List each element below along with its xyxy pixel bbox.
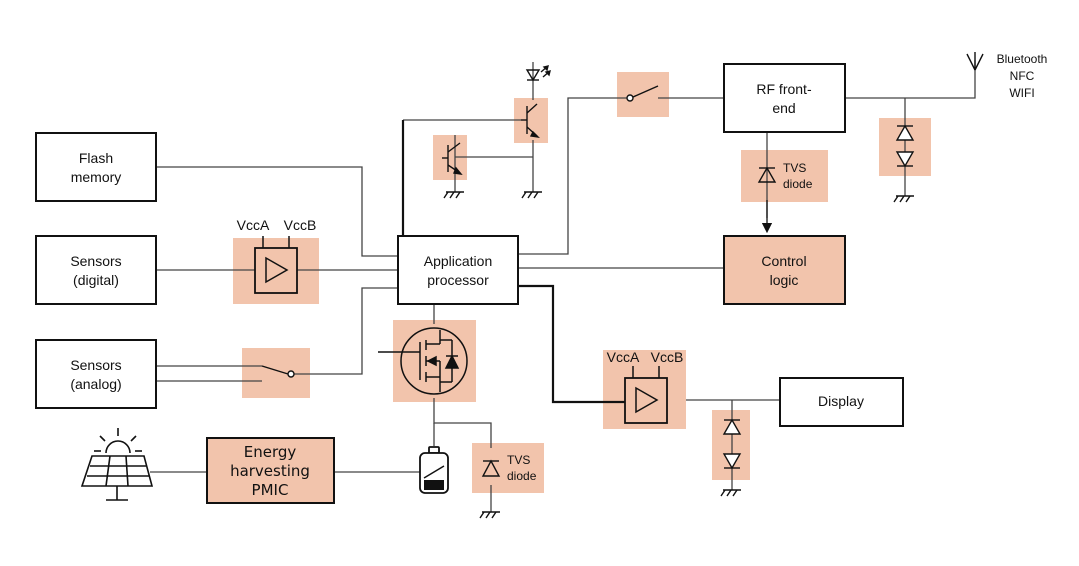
solar-panel-icon xyxy=(80,428,154,501)
bold-wires xyxy=(401,120,625,404)
bidirectional-tvs-antenna xyxy=(895,124,915,168)
control-logic-label-1: Control xyxy=(761,253,806,269)
flash-memory-block: Flash memory xyxy=(35,132,157,202)
sensors-analog-label-2: (analog) xyxy=(70,376,121,392)
rf-switch xyxy=(626,85,659,102)
vcca-label-2: VccA xyxy=(607,349,640,365)
vccb-label-1: VccB xyxy=(284,217,317,233)
rf-label-2: end xyxy=(772,100,795,116)
level-shifter-display: VccA VccB xyxy=(607,349,684,424)
vccb-label-2: VccB xyxy=(651,349,684,365)
nfc-label: NFC xyxy=(1010,69,1035,83)
battery-icon xyxy=(419,446,449,494)
antenna-icon xyxy=(966,52,984,71)
sensors-digital-label-2: (digital) xyxy=(73,272,119,288)
display-block: Display xyxy=(779,377,904,427)
ground-icon xyxy=(479,511,500,519)
sensors-digital-label-1: Sensors xyxy=(70,253,121,269)
ground-icon xyxy=(720,489,741,497)
mosfet-switch xyxy=(378,327,468,395)
display-label: Display xyxy=(818,393,864,409)
wireless-labels: Bluetooth NFC WIFI xyxy=(997,52,1048,100)
application-processor-block: Application processor xyxy=(397,235,519,305)
control-logic-block: Control logic xyxy=(723,235,846,305)
sensors-analog-block: Sensors (analog) xyxy=(35,339,157,409)
pmic-label-1: Energy xyxy=(244,443,297,461)
tvs-diode-battery: TVS diode xyxy=(481,453,537,483)
tvs-label-battery-1: TVS xyxy=(507,453,530,467)
bluetooth-label: Bluetooth xyxy=(997,52,1048,66)
ground-icon xyxy=(521,191,542,199)
level-shifter-digital: VccA VccB xyxy=(237,217,317,294)
energy-harvesting-pmic-block: Energy harvesting PMIC xyxy=(206,437,335,504)
flash-label-2: memory xyxy=(71,169,122,185)
transistor-left xyxy=(442,142,463,175)
bidirectional-tvs-display xyxy=(722,418,742,470)
ground-icon xyxy=(893,195,914,203)
wifi-label: WIFI xyxy=(1009,86,1034,100)
wires xyxy=(150,60,976,512)
rf-switch-highlight xyxy=(617,72,669,117)
ground-icon xyxy=(443,191,464,199)
tvs-label-battery-2: diode xyxy=(507,469,537,483)
ground-symbols xyxy=(443,191,914,519)
led-icon xyxy=(525,65,551,82)
tvs-highlight-battery xyxy=(472,443,544,493)
analog-switch xyxy=(261,365,295,378)
rf-label-1: RF front- xyxy=(756,81,812,97)
level-shifter-highlight-display xyxy=(603,350,686,429)
sensors-analog-label-1: Sensors xyxy=(70,357,121,373)
tvs-label-rf-1: TVS xyxy=(783,161,806,175)
vcca-label-1: VccA xyxy=(237,217,270,233)
rf-frontend-block: RF front- end xyxy=(723,63,846,133)
flash-label-1: Flash xyxy=(79,150,113,166)
app-processor-label-2: processor xyxy=(427,272,489,288)
app-processor-label-1: Application xyxy=(424,253,493,269)
pmic-label-3: PMIC xyxy=(252,481,289,499)
analog-switch-highlight xyxy=(242,348,310,398)
transistor-right xyxy=(521,103,540,138)
sensors-digital-block: Sensors (digital) xyxy=(35,235,157,305)
tvs-highlight-rf xyxy=(741,150,828,202)
control-logic-label-2: logic xyxy=(770,272,799,288)
pmic-label-2: harvesting xyxy=(230,462,310,480)
tvs-diode-rf: TVS diode xyxy=(757,161,813,191)
tvs-label-rf-2: diode xyxy=(783,177,813,191)
